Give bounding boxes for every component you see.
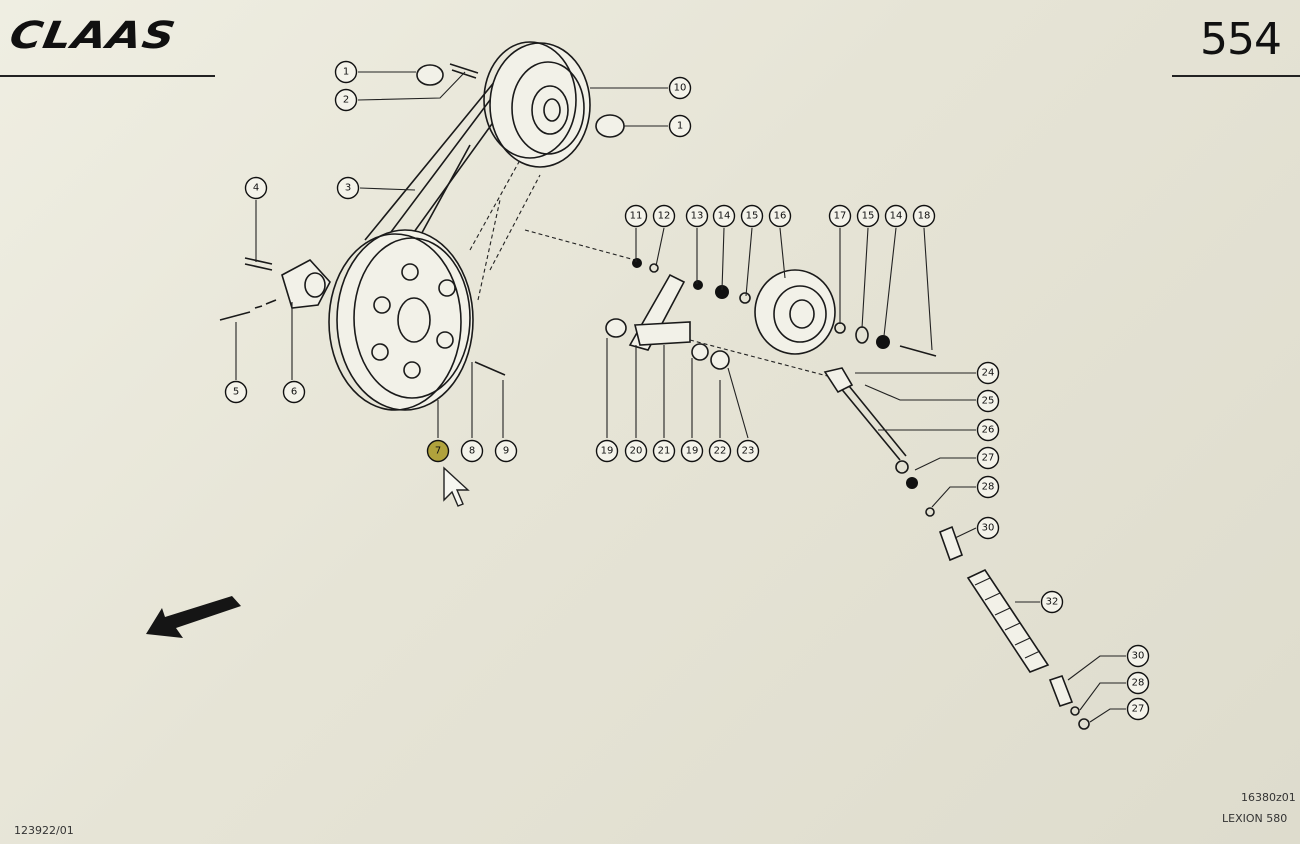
svg-text:5: 5 <box>233 387 239 398</box>
svg-text:21: 21 <box>658 446 671 457</box>
callout-marker[interactable]: 30 <box>1126 644 1150 668</box>
callout-marker[interactable]: 12 <box>652 204 676 228</box>
svg-text:14: 14 <box>718 211 731 222</box>
idler-pulley <box>689 269 937 379</box>
footer-drawing-code: 16380z01 <box>1241 791 1296 804</box>
svg-text:15: 15 <box>746 211 759 222</box>
callout-marker[interactable]: 16 <box>768 204 792 228</box>
callout-marker[interactable]: 26 <box>976 418 1000 442</box>
svg-text:1: 1 <box>343 67 349 78</box>
svg-text:9: 9 <box>503 446 509 457</box>
svg-text:2: 2 <box>343 95 349 106</box>
callout-marker[interactable]: 20 <box>624 439 648 463</box>
svg-text:27: 27 <box>1132 704 1145 715</box>
upper-pulley <box>483 41 591 168</box>
svg-text:1: 1 <box>677 121 683 132</box>
callout-marker[interactable]: 15 <box>740 204 764 228</box>
svg-text:14: 14 <box>890 211 903 222</box>
footer-catalog-code: 123922/01 <box>14 824 74 837</box>
svg-text:18: 18 <box>918 211 931 222</box>
bolt-9 <box>474 361 506 376</box>
svg-text:15: 15 <box>862 211 875 222</box>
callout-marker[interactable]: 17 <box>828 204 852 228</box>
callout-marker[interactable]: 2 <box>334 88 358 112</box>
svg-text:8: 8 <box>469 446 475 457</box>
callout-marker[interactable]: 28 <box>1126 671 1150 695</box>
svg-text:16: 16 <box>774 211 787 222</box>
callout-marker[interactable]: 19 <box>680 439 704 463</box>
svg-text:12: 12 <box>658 211 671 222</box>
svg-text:7: 7 <box>435 446 441 457</box>
svg-text:3: 3 <box>345 183 351 194</box>
callout-marker[interactable]: 3 <box>336 176 360 200</box>
leader-lines <box>235 71 1126 723</box>
page-number: 554 <box>1200 14 1282 65</box>
callout-marker[interactable]: 9 <box>494 439 518 463</box>
callout-marker[interactable]: 11 <box>624 204 648 228</box>
callout-marker[interactable]: 24 <box>976 361 1000 385</box>
svg-text:22: 22 <box>714 446 727 457</box>
callout-marker[interactable]: 22 <box>708 439 732 463</box>
callout-marker[interactable]: 14 <box>712 204 736 228</box>
callout-marker[interactable]: 6 <box>282 380 306 404</box>
tension-arm <box>524 229 751 370</box>
svg-text:20: 20 <box>630 446 643 457</box>
svg-text:30: 30 <box>982 523 995 534</box>
header-rule-left <box>0 75 215 77</box>
callout-marker[interactable]: 4 <box>244 176 268 200</box>
svg-text:25: 25 <box>982 396 995 407</box>
svg-text:26: 26 <box>982 425 995 436</box>
callout-marker[interactable]: 19 <box>595 439 619 463</box>
svg-text:19: 19 <box>686 446 699 457</box>
callout-marker[interactable]: 21 <box>652 439 676 463</box>
callout-marker[interactable]: 10 <box>668 76 692 100</box>
footer-model-name: LEXION 580 <box>1222 812 1288 825</box>
hub-and-pin <box>219 257 331 321</box>
svg-text:24: 24 <box>982 368 995 379</box>
svg-text:23: 23 <box>742 446 755 457</box>
callout-marker[interactable]: 13 <box>685 204 709 228</box>
svg-text:13: 13 <box>691 211 704 222</box>
header-rule-right <box>1172 75 1300 77</box>
svg-text:27: 27 <box>982 453 995 464</box>
svg-text:11: 11 <box>630 211 643 222</box>
direction-arrow-icon <box>146 596 241 638</box>
pointer-cursor-icon <box>443 466 470 507</box>
tension-rod-and-spring <box>823 367 1090 730</box>
callout-marker[interactable]: 8 <box>460 439 484 463</box>
callout-marker[interactable]: 1 <box>334 60 358 84</box>
svg-text:19: 19 <box>601 446 614 457</box>
callout-marker[interactable]: 14 <box>884 204 908 228</box>
callout-marker-highlighted[interactable]: 7 <box>426 439 450 463</box>
svg-text:6: 6 <box>291 387 297 398</box>
callout-marker[interactable]: 30 <box>976 516 1000 540</box>
svg-text:17: 17 <box>834 211 847 222</box>
callout-marker[interactable]: 32 <box>1040 590 1064 614</box>
svg-text:10: 10 <box>674 83 687 94</box>
callout-marker[interactable]: 27 <box>1126 697 1150 721</box>
callout-marker[interactable]: 27 <box>976 446 1000 470</box>
svg-text:4: 4 <box>253 183 259 194</box>
callout-marker[interactable]: 18 <box>912 204 936 228</box>
svg-text:30: 30 <box>1132 651 1145 662</box>
callout-marker[interactable]: 25 <box>976 389 1000 413</box>
svg-text:28: 28 <box>982 482 995 493</box>
callout-marker[interactable]: 1 <box>668 114 692 138</box>
callout-marker[interactable]: 23 <box>736 439 760 463</box>
drive-pulley <box>328 229 474 411</box>
callout-marker[interactable]: 28 <box>976 475 1000 499</box>
svg-text:28: 28 <box>1132 678 1145 689</box>
callout-marker[interactable]: 5 <box>224 380 248 404</box>
svg-text:32: 32 <box>1046 597 1059 608</box>
callout-marker[interactable]: 15 <box>856 204 880 228</box>
